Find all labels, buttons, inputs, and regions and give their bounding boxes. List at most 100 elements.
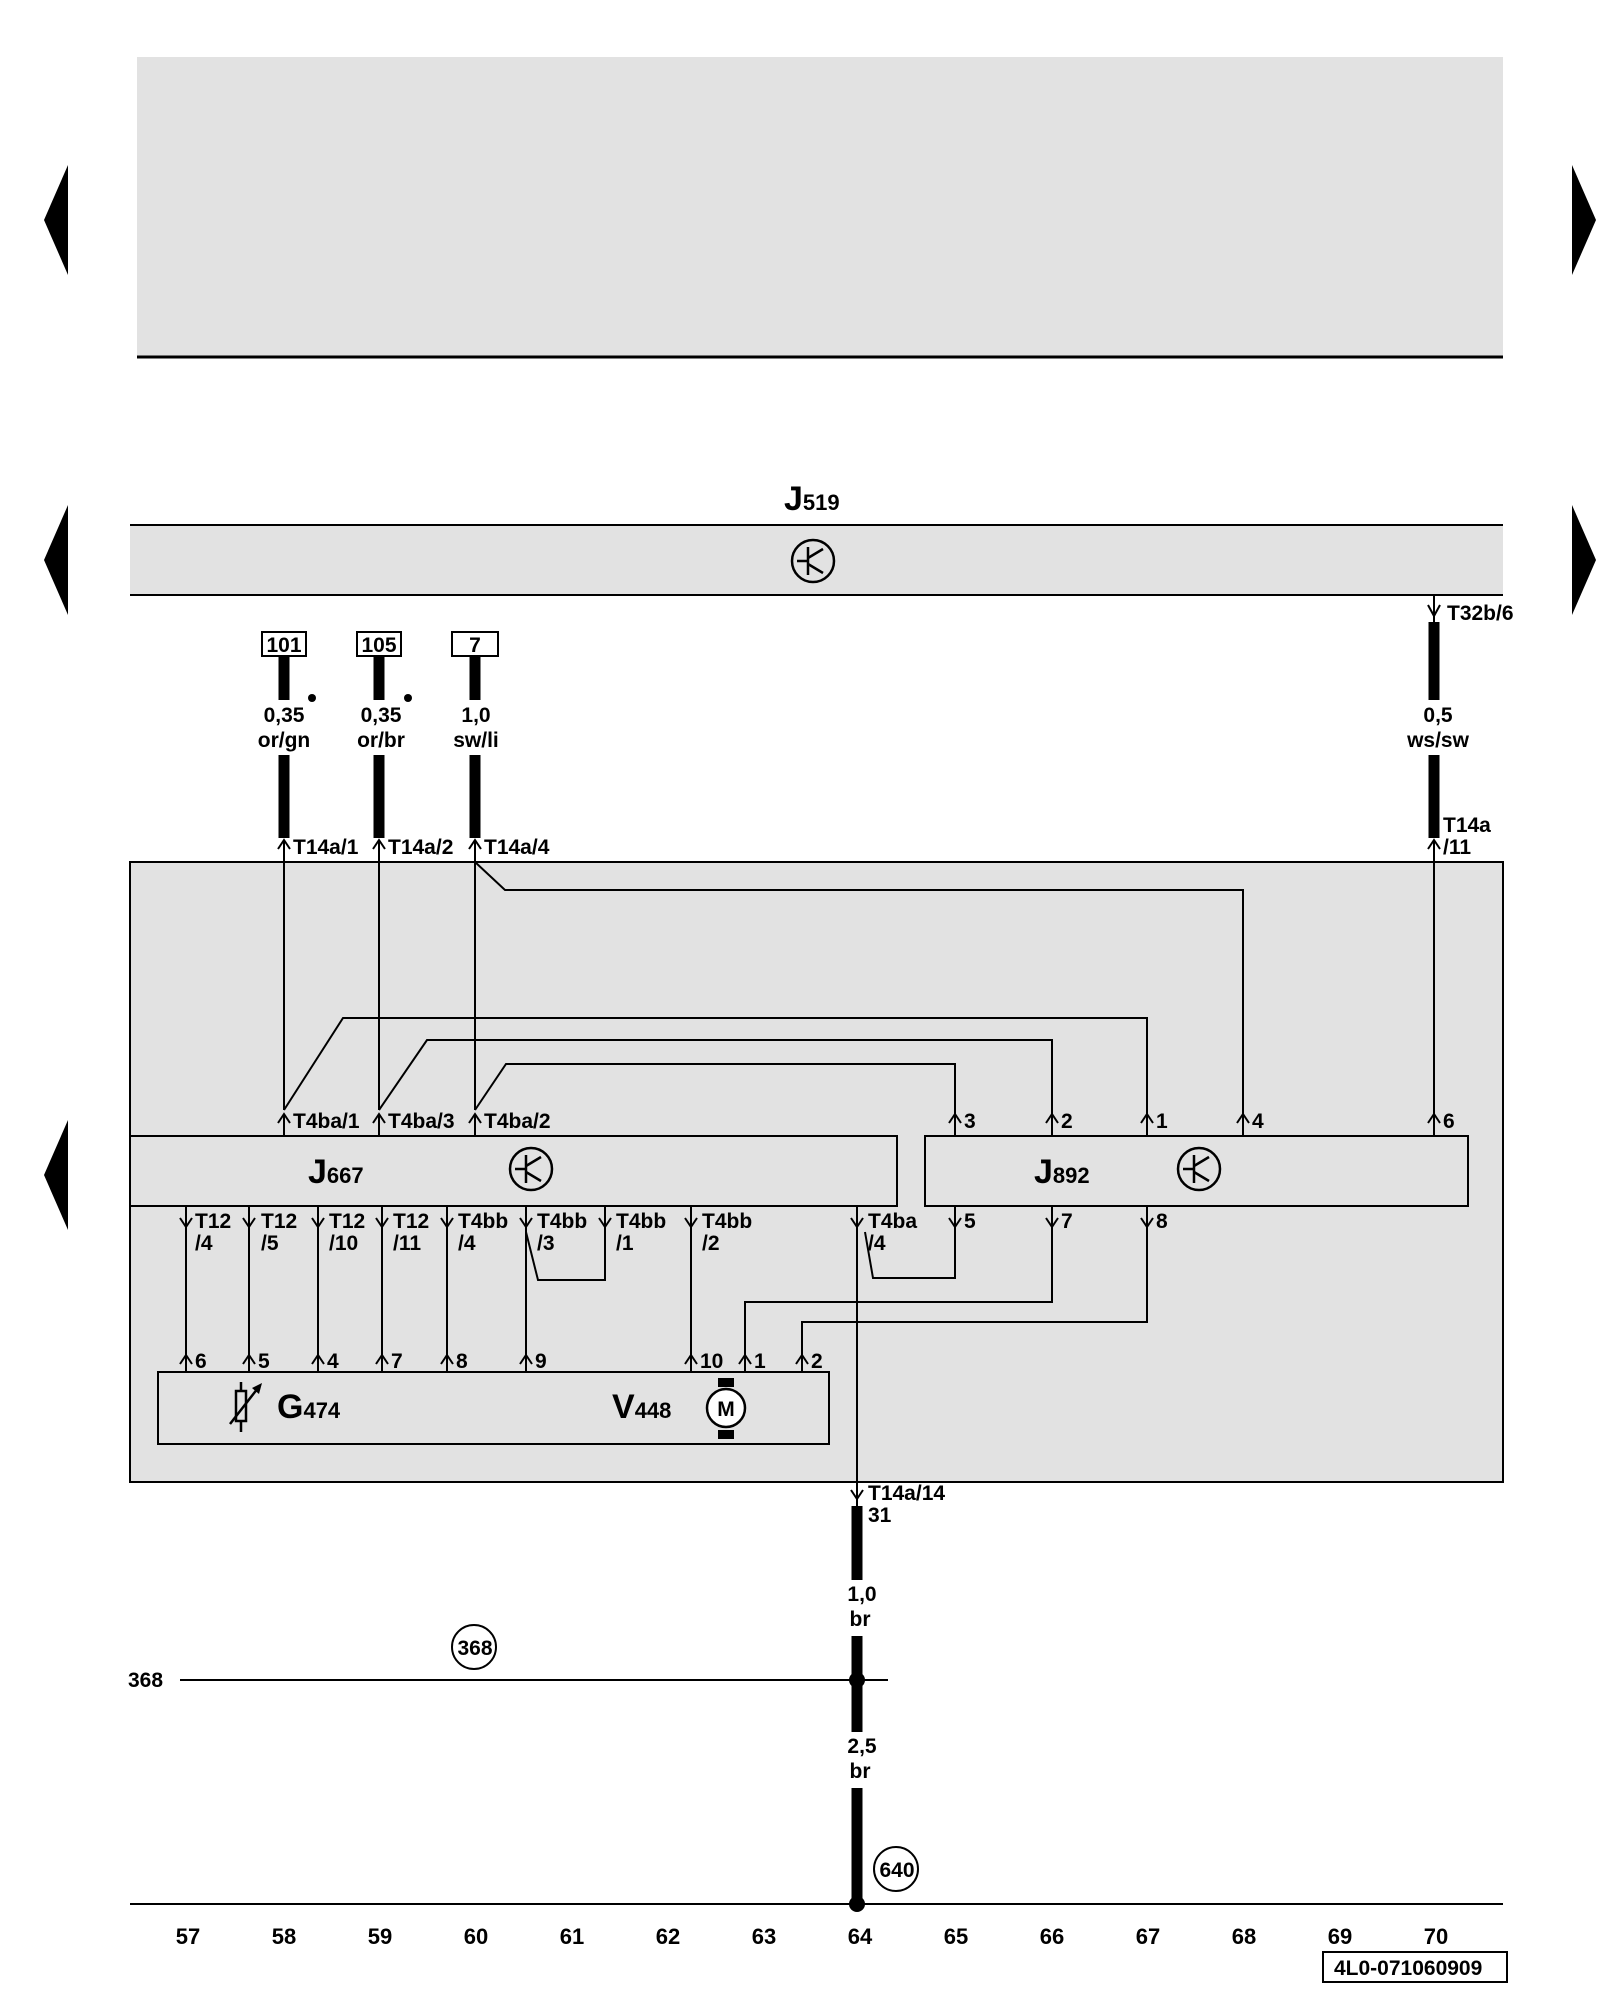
grid-column-label: 58	[272, 1924, 296, 1949]
prev-page-arrow-top[interactable]	[44, 165, 68, 275]
connector-t14a2-symbol	[372, 838, 386, 862]
connector-t12-4-b: /4	[195, 1232, 213, 1255]
connector-t4bb1-symbol	[598, 1206, 612, 1232]
connector-t12-11-a: T12	[393, 1210, 429, 1233]
connector-t12-10-a: T12	[329, 1210, 365, 1233]
j892-unit	[924, 1135, 1469, 1207]
ground-368-circle	[451, 1624, 497, 1670]
internal-wire-to-j892-2	[378, 1039, 1053, 1111]
footer-code-box	[1322, 1951, 1508, 1983]
wire5-color: br	[850, 1608, 871, 1631]
j667-label: J667	[308, 1153, 364, 1191]
j892-pin8: 8	[1156, 1210, 1168, 1233]
connector-t12-11-b: /11	[393, 1232, 421, 1255]
connector-t12-11-symbol	[375, 1206, 389, 1232]
ref-105: 105	[361, 634, 396, 657]
grid-column-label: 65	[944, 1924, 968, 1949]
transistor-icon-j892	[1176, 1146, 1222, 1192]
j892-pin6: 6	[1443, 1110, 1455, 1133]
connector-t4ba3-symbol	[372, 1112, 386, 1136]
connector-t4ba4-symbol	[850, 1206, 864, 1232]
wire2-size: 0,35	[361, 704, 402, 727]
grid-column-label: 66	[1040, 1924, 1064, 1949]
internal-wire-to-j892-1	[283, 1017, 1148, 1111]
grid-column-label: 68	[1232, 1924, 1256, 1949]
connector-t14a14-symbol	[850, 1482, 864, 1506]
g474-pin6-symbol	[179, 1353, 193, 1372]
j892-pin4-symbol	[1236, 1110, 1250, 1136]
connector-t12-5-b: /5	[261, 1232, 279, 1255]
ground-line-label: 368	[128, 1669, 163, 1692]
transistor-icon-j667	[508, 1146, 554, 1192]
wire6-size: 2,5	[847, 1735, 877, 1758]
connector-t14a11-symbol	[1427, 838, 1441, 862]
j892-pin2-symbol	[1045, 1110, 1059, 1136]
g474-pin8: 8	[456, 1350, 468, 1373]
connector-t4bb2-a: T4bb	[702, 1210, 752, 1233]
connector-t32b6: T32b/6	[1447, 602, 1514, 625]
j519-label: J519	[784, 480, 840, 518]
ref-7: 7	[469, 634, 481, 657]
g474-pin6: 6	[195, 1350, 207, 1373]
connector-t4bb1-a: T4bb	[616, 1210, 666, 1233]
j892-pin6-symbol	[1427, 1110, 1441, 1136]
connector-t14a2: T14a/2	[388, 836, 453, 859]
potentiometer-icon	[229, 1382, 262, 1432]
g474-pin8-symbol	[440, 1353, 454, 1372]
connector-t4ba1: T4ba/1	[293, 1110, 360, 1133]
j667-unit	[129, 1135, 898, 1207]
ground-640-circle-label: 640	[879, 1859, 914, 1882]
terminal-31: 31	[868, 1504, 892, 1527]
connector-t12-10-symbol	[311, 1206, 325, 1232]
connector-t4ba2-symbol	[468, 1112, 482, 1136]
connector-t4ba3: T4ba/3	[388, 1110, 455, 1133]
connector-t12-4-symbol	[179, 1206, 193, 1232]
connector-t14a11-line2: /11	[1443, 836, 1471, 859]
j892-pin3-symbol	[948, 1110, 962, 1136]
g474-pin4-symbol	[311, 1353, 325, 1372]
connector-t4bb3-a: T4bb	[537, 1210, 587, 1233]
grid-column-label: 69	[1328, 1924, 1352, 1949]
header-grey-area	[137, 57, 1503, 357]
grid-column-label: 59	[368, 1924, 392, 1949]
connector-t32b6-symbol	[1427, 596, 1441, 622]
ref-box-101	[261, 631, 307, 657]
ref-box-7	[451, 631, 499, 657]
motor-symbol-text: M	[717, 1398, 735, 1421]
g474-label: G474	[277, 1388, 341, 1426]
wire-t4ba4-to-j892-5	[864, 1231, 956, 1279]
g474-pin4: 4	[327, 1350, 339, 1373]
splice-dot-2	[404, 694, 412, 702]
j892-pin2: 2	[1061, 1110, 1073, 1133]
wire-j892-7-to-v448-1	[744, 1232, 1053, 1354]
connector-t4ba4-b: /4	[868, 1232, 886, 1255]
wire6-color: br	[850, 1760, 871, 1783]
j892-pin3: 3	[964, 1110, 976, 1133]
internal-wire-to-j892-3	[474, 1063, 956, 1111]
connector-t4bb2-b: /2	[702, 1232, 720, 1255]
connector-t14a4: T14a/4	[484, 836, 550, 859]
grid-column-label: 60	[464, 1924, 488, 1949]
prev-page-arrow-bottom[interactable]	[44, 1120, 68, 1230]
connector-t12-5-symbol	[242, 1206, 256, 1232]
connector-t4bb4-symbol	[440, 1206, 454, 1232]
connector-t4bb4-a: T4bb	[458, 1210, 508, 1233]
v448-label: V448	[612, 1388, 671, 1426]
j892-pin1: 1	[1156, 1110, 1168, 1133]
connector-t14a11-line1: T14a	[1443, 814, 1491, 837]
j892-pin7: 7	[1061, 1210, 1073, 1233]
connector-t4bb3-symbol	[519, 1206, 533, 1232]
v448-pin10: 10	[700, 1350, 723, 1373]
g474-pin7: 7	[391, 1350, 403, 1373]
prev-page-arrow-middle[interactable]	[44, 505, 68, 615]
next-page-arrow-middle[interactable]	[1572, 505, 1596, 615]
next-page-arrow-top[interactable]	[1572, 165, 1596, 275]
connector-t4ba2: T4ba/2	[484, 1110, 551, 1133]
grid-column-label: 62	[656, 1924, 680, 1949]
connector-t4bb1-b: /1	[616, 1232, 634, 1255]
v448-pin10-symbol	[684, 1353, 698, 1372]
connector-t12-4-a: T12	[195, 1210, 231, 1233]
connector-t14a1-symbol	[277, 838, 291, 862]
